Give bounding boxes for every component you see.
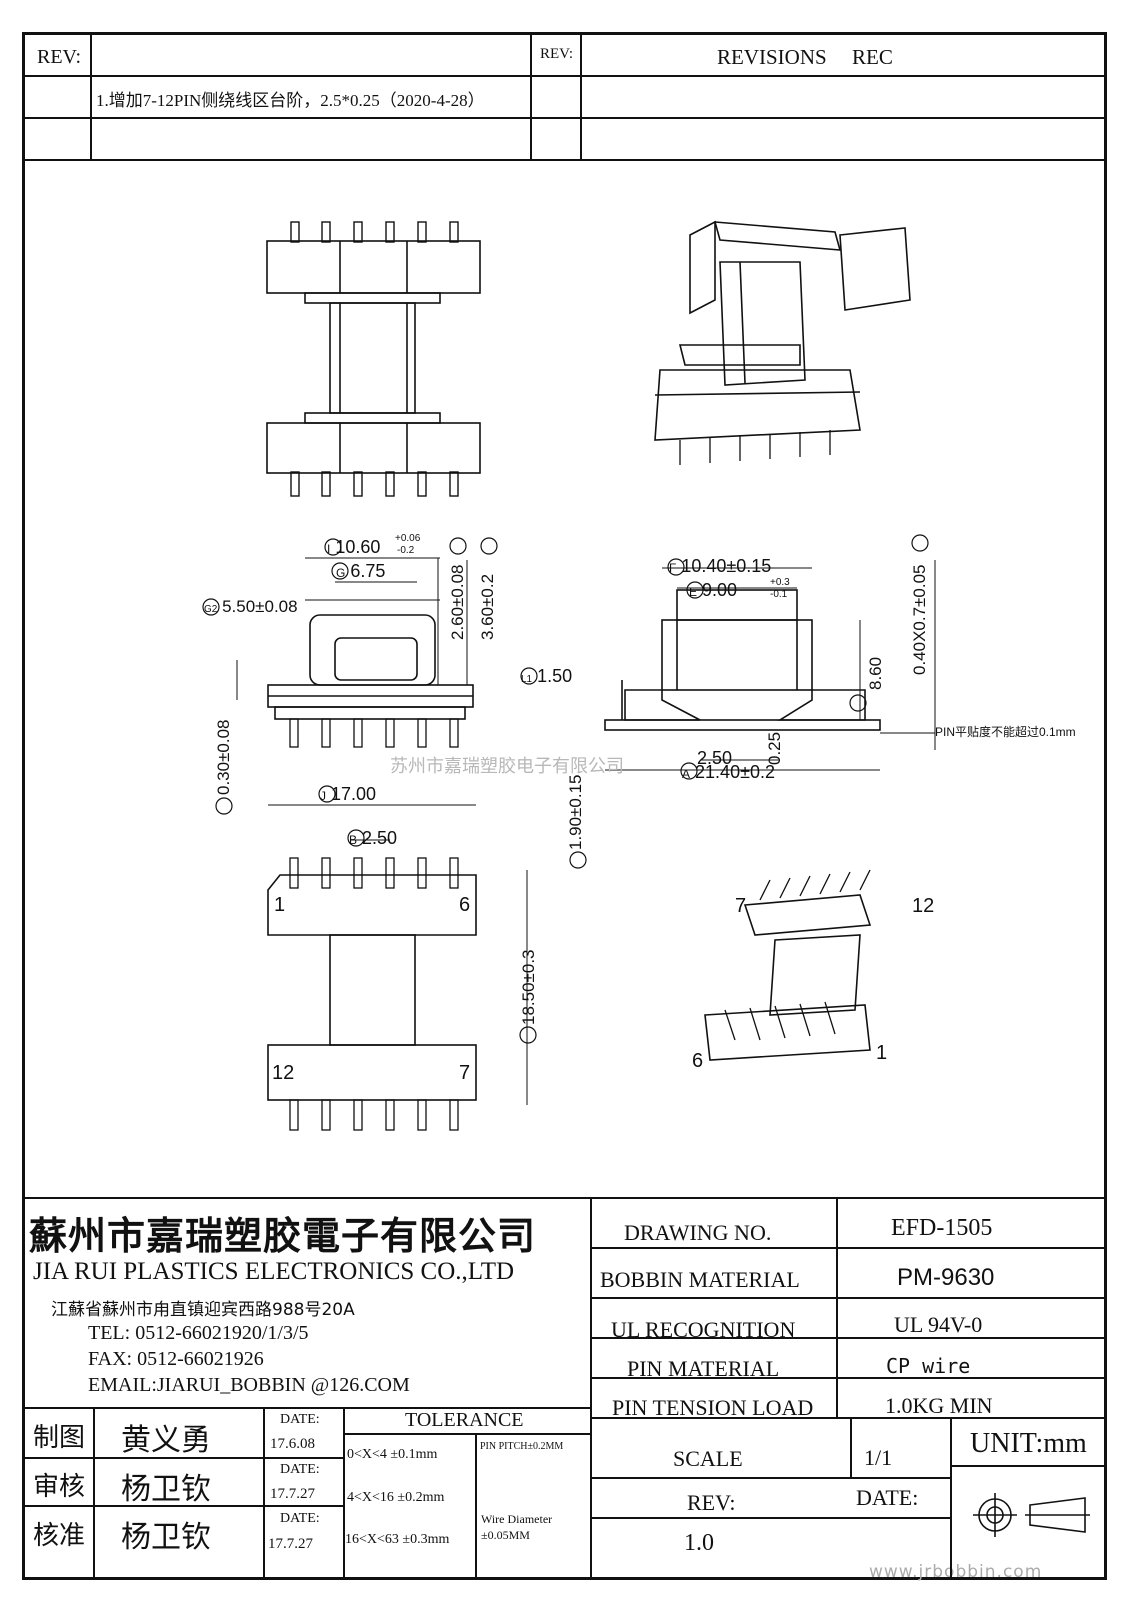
bobbin-material-value: PM-9630 xyxy=(897,1264,995,1291)
dim-I-tol-minus: -0.2 xyxy=(397,545,415,556)
watermark-url: www.jrbobbin.com xyxy=(869,1562,1043,1582)
dim-D: 8.60 xyxy=(866,656,885,690)
iso-pin-6: 6 xyxy=(692,1050,704,1072)
tolerance-row-1: 0<X<4 ±0.1mm xyxy=(347,1447,438,1462)
approval-date-review: 17.7.27 xyxy=(270,1486,315,1502)
approval-date-approve: 17.7.27 xyxy=(268,1536,313,1552)
dim-G: G 6.75 xyxy=(336,561,386,581)
dim-I: I 10.60 xyxy=(327,537,381,557)
approval-date-label-approve: DATE: xyxy=(280,1511,320,1526)
approval-date-label-draw: DATE: xyxy=(280,1412,320,1427)
iso-pin-12: 12 xyxy=(912,895,935,917)
pin-pitch-tolerance: PIN PITCH±0.2MM xyxy=(480,1441,564,1452)
ul-recognition-value: UL 94V-0 xyxy=(894,1312,983,1337)
dim-L2: 1.90±0.15 xyxy=(566,774,585,850)
drawing-frame xyxy=(22,32,1107,1580)
revision-entry: 1.增加7-12PIN侧绕线区台阶，2.5*0.25（2020-4-28） xyxy=(96,91,485,110)
dim-E-tol-minus: -0.1 xyxy=(770,589,788,600)
company-name-en: JIA RUI PLASTICS ELECTRONICS CO.,LTD xyxy=(33,1258,515,1285)
dim-M: 0.30±0.08 xyxy=(214,719,233,795)
scale-label: SCALE xyxy=(673,1446,743,1471)
watermark-company: 苏州市嘉瑞塑胶电子有限公司 xyxy=(390,756,624,777)
wire-diameter-label: Wire Diameter xyxy=(481,1512,553,1526)
approval-role-review: 审核 xyxy=(33,1472,86,1502)
pin-tension-value: 1.0KG MIN xyxy=(885,1393,993,1418)
pin-material-label: PIN MATERIAL xyxy=(627,1356,780,1381)
company-address: 江蘇省蘇州市甪直镇迎宾西路988号20A xyxy=(51,1300,355,1320)
dim-step-h: 0.25 xyxy=(765,731,784,765)
dim-C: 0.40X0.7±0.05 xyxy=(910,564,929,675)
rec-label: REC xyxy=(852,45,893,69)
dim-L1: L1 1.50 xyxy=(521,666,573,686)
pin-flatness-note: PIN平贴度不能超过0.1mm xyxy=(935,725,1076,739)
tolerance-row-2: 4<X<16 ±0.2mm xyxy=(347,1490,445,1505)
date-label-title: DATE: xyxy=(856,1485,919,1510)
bobbin-material-label: BOBBIN MATERIAL xyxy=(600,1267,800,1292)
pin-label-7: 7 xyxy=(459,1062,471,1084)
dim-I-tol-plus: +0.06 xyxy=(395,533,421,544)
dim-E-tol-plus: +0.3 xyxy=(770,577,790,588)
company-fax: FAX: 0512-66021926 xyxy=(88,1348,264,1370)
dim-J: J 17.00 xyxy=(320,784,377,804)
dim-H2: 2.60±0.08 xyxy=(448,564,467,640)
ul-recognition-label: UL RECOGNITION xyxy=(611,1317,796,1342)
pin-material-value: CP wire xyxy=(886,1354,971,1378)
rev-label-secondary: REV: xyxy=(540,46,574,62)
tolerance-title: TOLERANCE xyxy=(405,1409,524,1431)
company-tel: TEL: 0512-66021920/1/3/5 xyxy=(88,1322,309,1344)
revisions-label: REVISIONS xyxy=(717,45,827,69)
unit-label: UNIT:mm xyxy=(970,1428,1087,1459)
approval-name-review: 杨卫钦 xyxy=(121,1472,211,1507)
rev-value: 1.0 xyxy=(684,1530,714,1556)
approval-date-label-review: DATE: xyxy=(280,1462,320,1477)
tolerance-row-3: 16<X<63 ±0.3mm xyxy=(345,1532,450,1547)
dim-B: B 2.50 xyxy=(349,828,398,848)
rev-label-title: REV: xyxy=(687,1490,736,1515)
projection-symbol-icon xyxy=(973,1493,1090,1537)
pin-tension-label: PIN TENSION LOAD xyxy=(612,1395,814,1420)
dim-E: E 9.00 xyxy=(689,580,738,600)
rev-label: REV: xyxy=(37,46,82,68)
approval-role-approve: 核准 xyxy=(33,1521,86,1551)
company-name-cn: 蘇州市嘉瑞塑胶電子有限公司 xyxy=(29,1213,537,1258)
dim-A: A 21.40±0.2 xyxy=(682,762,775,782)
drawing-no-value: EFD-1505 xyxy=(891,1215,993,1241)
dim-G2: G2 5.50±0.08 xyxy=(204,597,298,616)
scale-value: 1/1 xyxy=(864,1445,893,1470)
pin-label-6: 6 xyxy=(459,894,471,916)
dim-H1: 3.60±0.2 xyxy=(478,573,497,640)
iso-pin-7: 7 xyxy=(735,895,747,917)
dim-step-w: 2.50 xyxy=(697,748,733,768)
approval-name-approve: 杨卫钦 xyxy=(121,1520,211,1555)
approval-role-draw: 制图 xyxy=(33,1423,86,1453)
approval-name-draw: 黄义勇 xyxy=(121,1423,211,1458)
drawing-no-label: DRAWING NO. xyxy=(624,1220,772,1245)
wire-diameter-tolerance: ±0.05MM xyxy=(481,1528,530,1542)
pin-label-12: 12 xyxy=(272,1062,295,1084)
iso-pin-1: 1 xyxy=(876,1042,888,1064)
dim-F: F 10.40±0.15 xyxy=(669,556,772,576)
pin-label-1: 1 xyxy=(274,894,286,916)
approval-date-draw: 17.6.08 xyxy=(270,1436,315,1452)
company-email: EMAIL:JIARUI_BOBBIN @126.COM xyxy=(88,1374,410,1396)
dim-K: 18.50±0.3 xyxy=(519,949,538,1025)
